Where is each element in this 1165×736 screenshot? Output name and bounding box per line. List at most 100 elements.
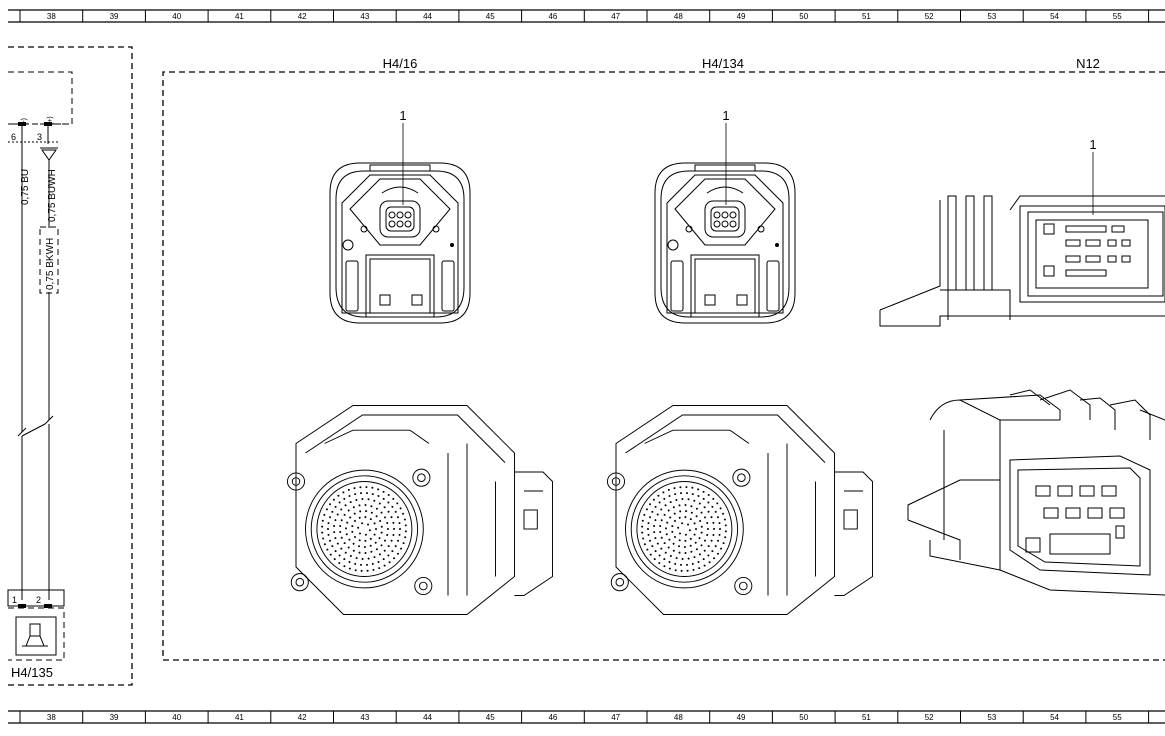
grille-hole [712,534,715,536]
grille-hole [349,555,352,557]
grille-hole [352,506,355,509]
grille-hole [707,554,710,557]
ruler-column-number: 51 [862,713,871,722]
grille-hole [686,569,689,572]
h4-16-connector-face [329,162,471,324]
grille-hole [364,533,367,536]
ruler-column-number: 51 [862,12,871,21]
grille-hole [378,553,381,556]
grille-hole [373,556,376,559]
grille-hole [349,516,352,519]
ruler-column-number: 47 [611,713,620,722]
grille-hole [343,558,346,561]
grille-hole [689,544,692,547]
grille-hole [668,538,671,541]
grille-hole [321,519,324,522]
grille-hole [649,503,651,506]
grille-hole [354,493,357,496]
grille-hole [390,516,393,519]
grille-hole [347,488,350,491]
grille-hole [375,507,378,510]
grille-hole [387,554,390,557]
grille-hole [361,498,364,500]
grille-hole [641,519,644,522]
grille-hole [334,537,337,540]
grille-hole [660,536,663,539]
grille-hole [718,533,721,536]
grille-hole [340,519,343,522]
ruler-column-number: 50 [799,713,808,722]
grille-hole [663,542,666,545]
grille-hole [364,539,367,542]
h4-134-label: H4/134 [702,56,744,71]
grille-hole [386,534,389,536]
grille-hole [657,494,660,497]
grille-hole [690,550,693,553]
grille-hole [674,536,676,538]
grille-hole [658,501,661,504]
grille-hole [693,499,696,502]
grille-hole [373,499,376,502]
grille-hole [337,494,340,497]
grille-hole [649,553,652,556]
grille-hole [660,519,663,522]
grille-hole [691,562,694,565]
grille-hole [321,525,324,528]
grille-hole [329,516,331,519]
grille-hole [369,544,372,547]
ruler-column-number: 44 [423,12,432,21]
grille-hole [357,526,360,529]
grille-hole [360,563,362,566]
grille-hole [348,495,351,497]
grille-hole [707,494,710,496]
grille-hole [345,527,347,530]
grille-hole [665,533,668,536]
ruler-column-number: 55 [1113,12,1122,21]
grille-hole [691,493,694,496]
grille-hole [352,542,355,545]
grille-hole [354,520,356,522]
grille-hole [387,494,390,496]
grille-hole [375,548,378,551]
wire-label-right-upper: 0,75 BUWH [47,169,58,222]
grille-hole [654,550,657,553]
grille-hole [400,547,403,550]
grille-hole [367,557,370,560]
grille-hole [325,508,328,511]
grille-hole [372,568,375,571]
grille-hole [689,518,692,521]
grille-hole [680,569,683,572]
grille-hole [722,512,725,515]
grille-hole [686,563,688,566]
grille-hole [334,550,337,553]
grille-hole [397,516,399,519]
grille-hole [643,543,646,546]
grille-hole [663,558,666,561]
grille-hole [375,528,377,530]
grille-hole [672,542,675,545]
grille-hole [334,505,337,508]
grille-hole [390,539,393,542]
grille-hole [700,544,703,547]
ruler-column-number: 43 [360,713,369,722]
grille-hole [359,532,361,535]
ruler-column-number: 40 [172,713,181,722]
grille-hole [652,498,655,501]
grille-hole [653,558,656,561]
speaker-symbol-icon [15,616,57,656]
h4-16-callout: 1 [399,108,406,123]
grille-hole [351,530,354,533]
grille-hole [704,539,706,542]
grille-hole [674,569,677,572]
grille-hole [338,554,341,557]
grille-hole [643,513,646,516]
grille-hole [678,545,680,548]
grille-hole [654,537,657,540]
ruler-column-number: 43 [360,12,369,21]
grille-hole [359,510,362,513]
ruler-column-number: 46 [548,713,557,722]
grille-hole [697,488,700,491]
grille-hole [380,531,383,534]
grille-hole [651,510,654,513]
grille-hole [382,558,385,561]
